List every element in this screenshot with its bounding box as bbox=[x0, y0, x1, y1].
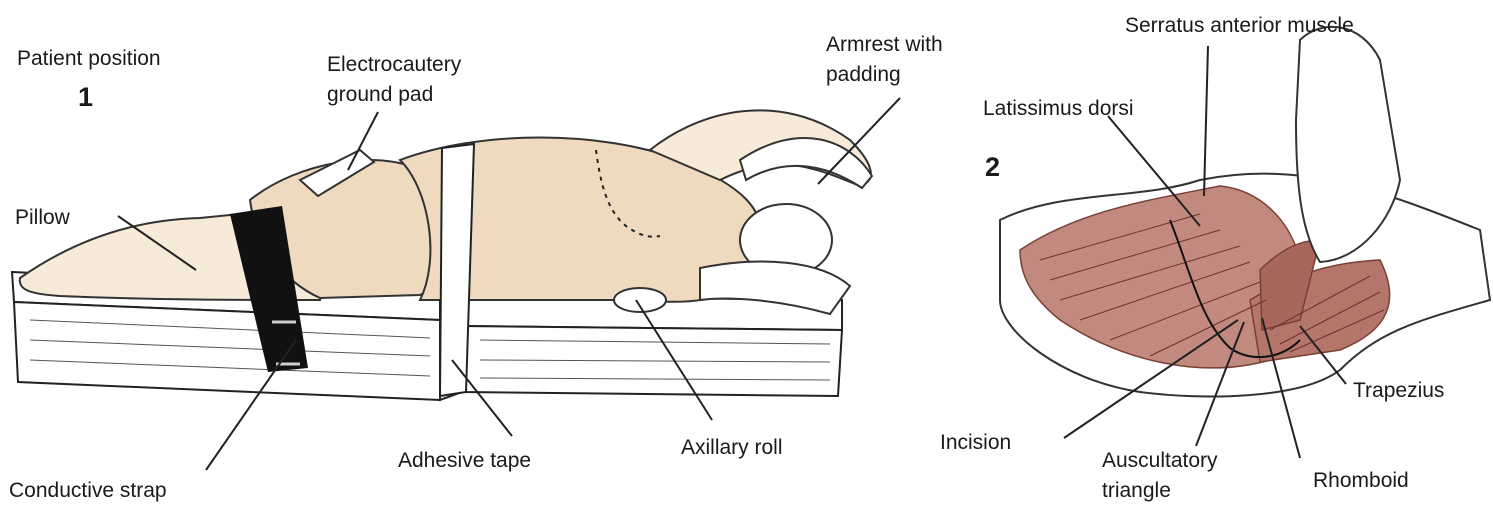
panel2-number: 2 bbox=[985, 152, 1000, 182]
label-auscultatory-line1: Auscultatory bbox=[1102, 448, 1218, 473]
panel1-number: 1 bbox=[78, 82, 93, 112]
label-latissimus: Latissimus dorsi bbox=[983, 96, 1134, 121]
label-armrest-line2: padding bbox=[826, 62, 901, 87]
label-adhesive-tape: Adhesive tape bbox=[398, 448, 531, 473]
label-pillow: Pillow bbox=[15, 205, 70, 230]
label-auscultatory-line2: triangle bbox=[1102, 478, 1171, 503]
label-conductive-strap: Conductive strap bbox=[9, 478, 167, 503]
label-serratus: Serratus anterior muscle bbox=[1125, 13, 1354, 38]
label-axillary-roll: Axillary roll bbox=[681, 435, 783, 460]
label-incision: Incision bbox=[940, 430, 1011, 455]
label-rhomboid: Rhomboid bbox=[1313, 468, 1409, 493]
label-ground-pad-line2: ground pad bbox=[327, 82, 433, 107]
label-ground-pad-line1: Electrocautery bbox=[327, 52, 461, 77]
label-armrest-line1: Armrest with bbox=[826, 32, 943, 57]
panel1-title: Patient position bbox=[17, 46, 161, 71]
label-trapezius: Trapezius bbox=[1353, 378, 1444, 403]
